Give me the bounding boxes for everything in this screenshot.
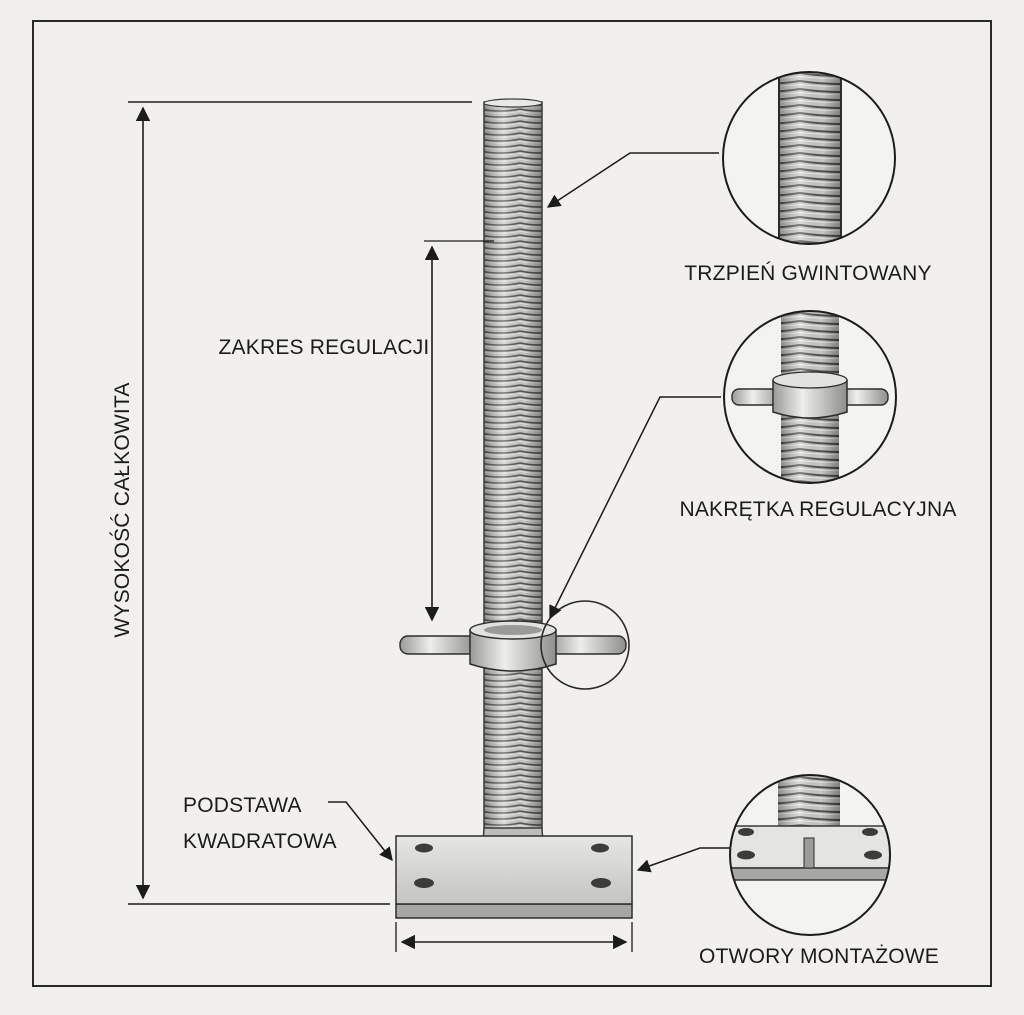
adjustment-nut: [399, 620, 627, 672]
nut-highlight-circle: [540, 600, 630, 690]
leader-holes: [636, 847, 730, 873]
total-height-dimension: [128, 101, 472, 905]
mounting-hole: [414, 878, 434, 888]
leader-adjust-nut: [549, 396, 721, 620]
plate-width-dimension: [395, 922, 633, 952]
label-adjust-range: ZAKRES REGULACJI: [219, 336, 430, 359]
label-base-line2: KWADRATOWA: [183, 830, 337, 853]
label-base-line1: PODSTAWA: [183, 794, 302, 817]
adjust-range-dimension: [424, 240, 494, 622]
label-adjust-nut: NAKRĘTKA REGULACYJNA: [679, 498, 956, 521]
base-plate: [395, 835, 633, 919]
detail-adjust-nut: [723, 310, 897, 484]
threaded-rod: [483, 98, 543, 858]
frame-border: [32, 20, 992, 987]
mounting-hole: [591, 843, 609, 853]
detail-mounting-holes: [729, 774, 891, 936]
detail-threaded-rod: [722, 71, 896, 245]
leader-base-plate: [328, 801, 393, 862]
mounting-hole: [591, 878, 611, 888]
leader-threaded-rod: [546, 152, 719, 208]
label-threaded-rod: TRZPIEŃ GWINTOWANY: [684, 262, 931, 285]
label-total-height: WYSOKOŚĆ CAŁKOWITA: [110, 382, 134, 637]
label-mounting-holes: OTWORY MONTAŻOWE: [699, 945, 939, 968]
mounting-hole: [415, 843, 433, 853]
